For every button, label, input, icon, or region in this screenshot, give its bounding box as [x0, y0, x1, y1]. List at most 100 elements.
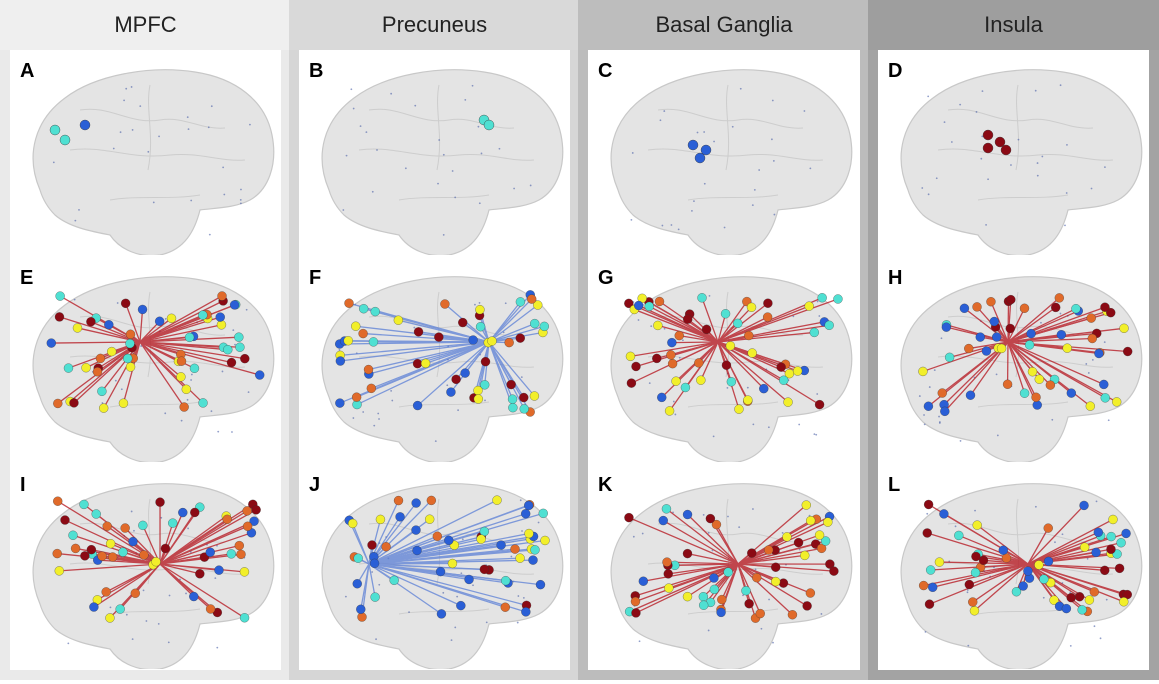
network-node — [744, 599, 754, 609]
network-node — [138, 520, 148, 531]
network-node — [1106, 531, 1116, 542]
network-node — [500, 602, 510, 612]
network-node — [746, 302, 757, 312]
network-node — [434, 332, 444, 342]
network-node — [937, 388, 947, 398]
network-node — [762, 312, 773, 322]
panel-label: C — [598, 60, 613, 82]
network-node — [368, 337, 379, 347]
network-node — [72, 323, 83, 333]
column-title: Precuneus — [289, 0, 580, 50]
network-node — [1077, 605, 1087, 615]
network-node — [923, 499, 934, 510]
network-node — [1091, 547, 1101, 558]
network-node — [1024, 340, 1035, 350]
network-node — [771, 562, 781, 572]
network-node — [166, 313, 177, 323]
network-node — [657, 392, 667, 403]
network-node — [137, 304, 148, 315]
network-node — [535, 580, 546, 590]
network-node — [1043, 556, 1054, 567]
network-node — [426, 495, 436, 506]
network-node — [413, 327, 424, 337]
network-node — [411, 525, 421, 535]
panel-label: D — [888, 60, 903, 82]
network-node — [697, 293, 707, 303]
network-node — [436, 609, 447, 619]
network-node — [725, 341, 736, 351]
network-node — [1106, 544, 1116, 554]
network-node — [833, 294, 843, 304]
network-node — [179, 402, 189, 412]
brain-panel-l: L — [878, 464, 1149, 669]
network-node — [475, 305, 485, 315]
brain-rendering — [900, 483, 1143, 669]
network-node — [251, 505, 261, 515]
network-node — [189, 363, 200, 373]
network-node — [86, 545, 97, 555]
network-node — [239, 613, 250, 623]
seed-node — [1000, 144, 1012, 156]
network-node — [125, 338, 135, 349]
network-node — [101, 587, 111, 597]
network-node — [654, 296, 665, 307]
network-node — [1093, 527, 1103, 537]
network-node — [458, 317, 468, 328]
network-node — [763, 298, 773, 308]
network-node — [763, 545, 774, 555]
network-node — [705, 513, 716, 524]
brain-rendering — [610, 276, 853, 462]
network-node — [335, 398, 345, 408]
network-node — [741, 586, 751, 596]
brain-panel-c: C — [588, 50, 860, 255]
network-node — [721, 360, 732, 370]
network-node — [217, 291, 227, 301]
network-node — [1023, 566, 1033, 576]
network-node — [694, 358, 704, 368]
network-node — [176, 356, 187, 366]
network-node — [805, 588, 816, 598]
network-node — [160, 543, 171, 554]
network-node — [802, 601, 812, 611]
network-node — [530, 318, 540, 329]
network-node — [1080, 542, 1090, 552]
brain-rendering — [321, 483, 564, 669]
network-node — [823, 517, 833, 527]
network-node — [480, 357, 491, 367]
network-node — [240, 353, 250, 364]
network-node — [528, 555, 538, 565]
network-node — [1089, 587, 1099, 597]
network-node — [54, 312, 65, 322]
network-node — [86, 317, 96, 327]
brain-rendering — [321, 276, 564, 462]
network-node — [367, 540, 377, 550]
network-node — [776, 362, 786, 372]
network-node — [716, 607, 726, 618]
network-node — [456, 600, 466, 611]
network-node — [118, 398, 129, 408]
brain-panel-j: J — [299, 464, 570, 669]
network-node — [711, 519, 722, 530]
network-node — [992, 332, 1002, 342]
network-node — [107, 346, 117, 357]
network-node — [504, 337, 514, 348]
network-node — [944, 352, 955, 362]
network-node — [538, 508, 548, 519]
network-node — [954, 530, 964, 541]
network-node — [1084, 595, 1095, 605]
network-node — [125, 329, 136, 339]
network-node — [965, 390, 976, 400]
network-node — [168, 518, 178, 528]
network-node — [1123, 346, 1133, 357]
network-node — [492, 495, 502, 505]
network-node — [1043, 523, 1053, 533]
network-node — [1027, 367, 1038, 377]
network-node — [806, 515, 816, 526]
network-node — [519, 392, 529, 403]
network-node — [524, 528, 534, 539]
network-node — [473, 394, 483, 404]
network-node — [97, 386, 107, 396]
network-node — [747, 348, 757, 358]
seed-node — [700, 144, 712, 156]
network-node — [829, 566, 839, 576]
